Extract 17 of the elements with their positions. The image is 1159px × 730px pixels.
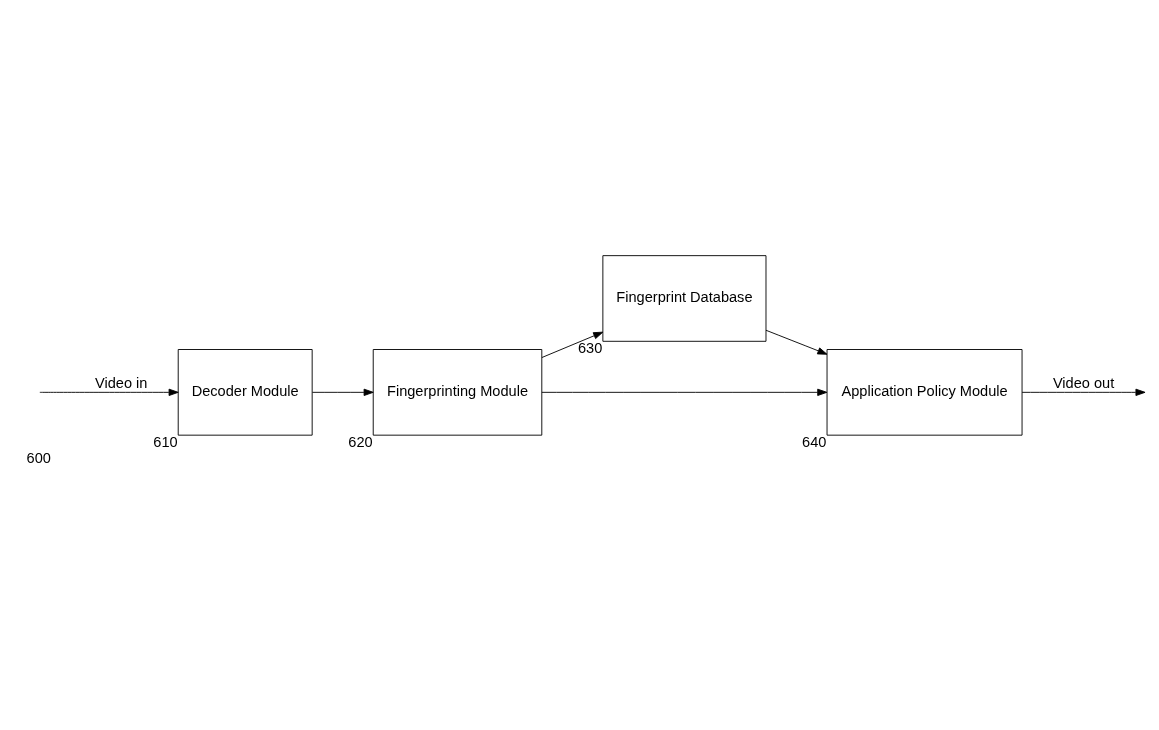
arrow: [1021, 388, 1146, 396]
label: 600: [26, 450, 51, 467]
node-box: Application Policy Module: [826, 349, 1023, 436]
edge-label: Video in: [95, 374, 148, 391]
node-label: 620: [348, 433, 373, 450]
arrow: [541, 388, 828, 396]
edge-label: Video out: [1052, 374, 1115, 391]
arrow: [541, 331, 604, 358]
arrow: [765, 329, 828, 355]
node-label: 610: [153, 433, 178, 450]
node-box: Decoder Module: [177, 349, 313, 436]
node-label: 630: [577, 339, 603, 356]
arrow: [311, 388, 374, 396]
node-box: Fingerprinting Module: [372, 349, 543, 436]
node-box: Fingerprint Database: [602, 255, 767, 342]
arrow: [39, 388, 179, 396]
node-label: 640: [802, 433, 827, 450]
